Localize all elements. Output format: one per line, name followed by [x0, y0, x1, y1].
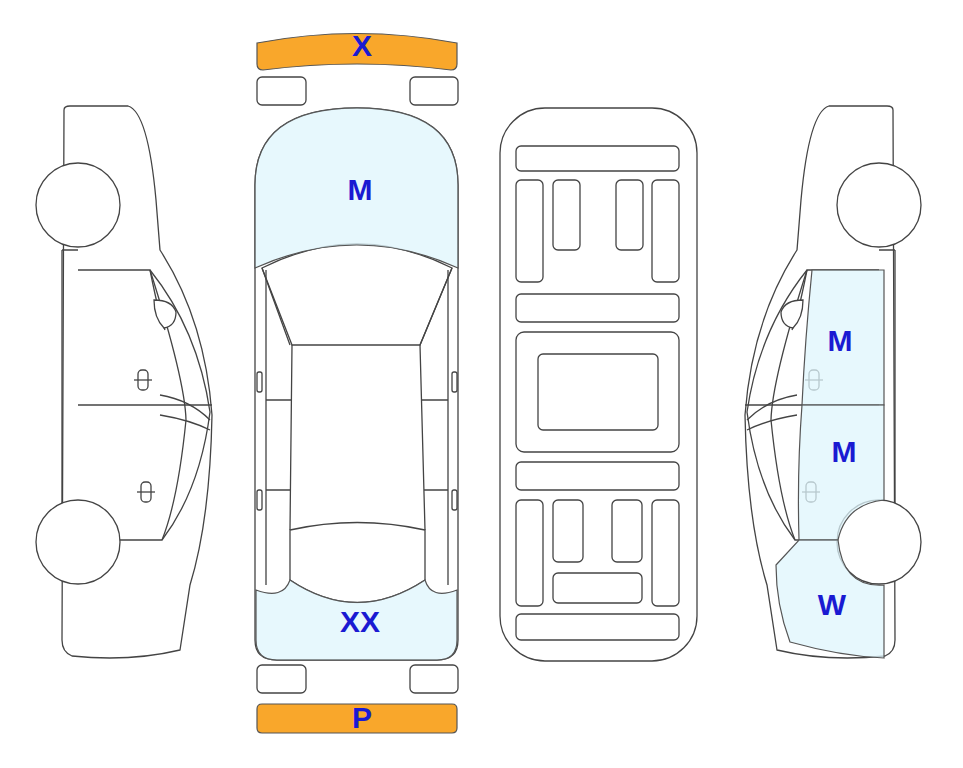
top-view	[255, 77, 458, 693]
damage-code: W	[818, 590, 846, 620]
damage-code: P	[352, 703, 372, 733]
rear-quarter-panel-shape	[776, 540, 884, 658]
rear-door-panel-shape	[798, 405, 884, 540]
hood-panel-shape	[255, 108, 458, 268]
rear-bumper-shape	[257, 704, 457, 733]
front-door-panel-shape	[802, 270, 884, 405]
damage-code: M	[832, 437, 857, 467]
right-side-view	[745, 106, 921, 658]
damage-code: XX	[340, 607, 380, 637]
damage-code: X	[352, 31, 372, 61]
damage-code: M	[828, 326, 853, 356]
damage-code: M	[348, 175, 373, 205]
rear-bumper: P	[252, 700, 462, 738]
rear-door-panel-outline	[796, 404, 886, 542]
front-bumper: X	[252, 26, 462, 74]
rear-door-panel: M	[796, 404, 886, 542]
trunk-panel: XX	[255, 576, 458, 661]
underside-view	[500, 108, 697, 661]
left-side-view	[36, 106, 212, 658]
hood-panel: M	[255, 108, 458, 270]
rear-quarter-panel: W	[772, 538, 886, 662]
front-door-panel: M	[800, 268, 886, 406]
trunk-panel-shape	[256, 580, 457, 660]
